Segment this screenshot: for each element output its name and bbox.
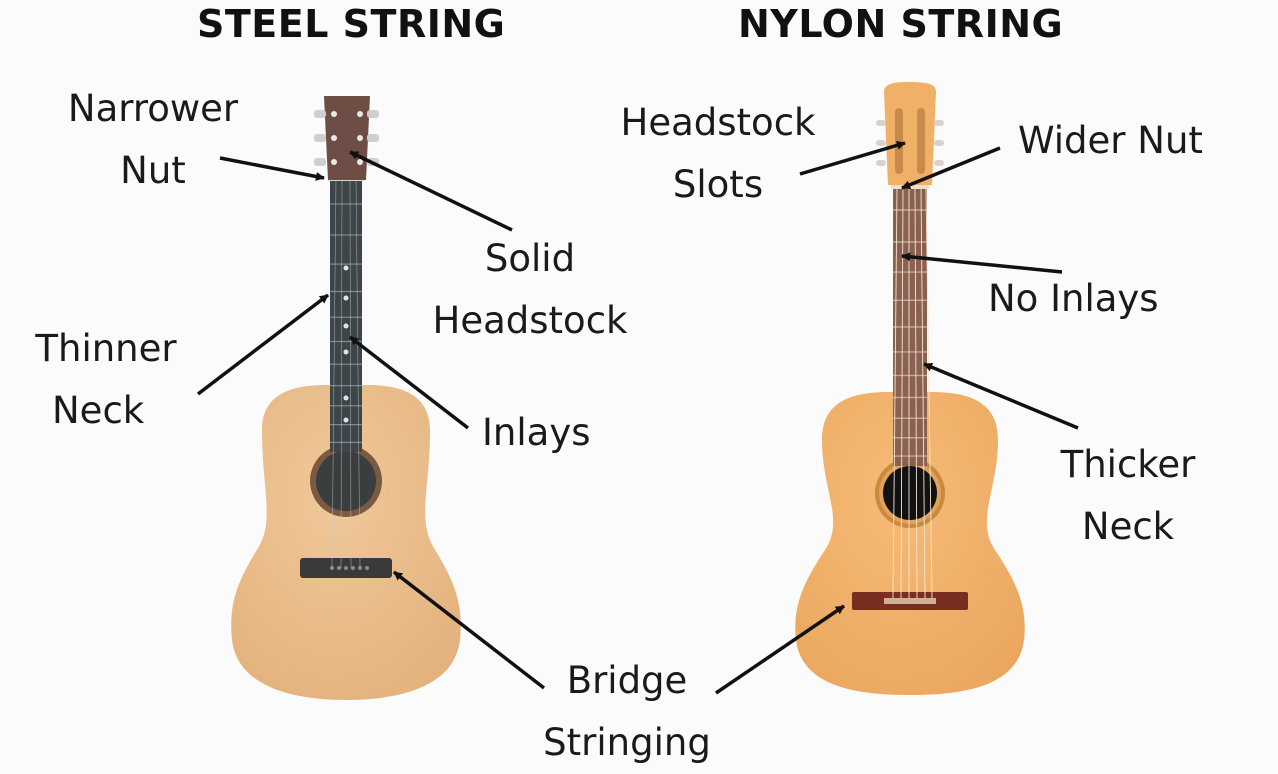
steel-soundhole (316, 451, 376, 511)
nylon-soundhole (883, 466, 937, 520)
arrow-narrower-nut (219, 156, 325, 181)
label-thicker-neck: Thicker Neck (1040, 434, 1216, 558)
nylon-guitar-body (795, 392, 1025, 695)
arrow-wider-nut (901, 146, 1001, 190)
annotation-arrows (196, 140, 1079, 695)
nylon-tuning-pegs (876, 120, 944, 166)
steel-inlays (343, 265, 349, 423)
nylon-headstock-slot-left (895, 108, 903, 174)
label-solid-headstock-line1: Solid (484, 237, 576, 280)
label-narrower-nut-line2: Nut (120, 149, 186, 192)
arrow-thicker-neck (923, 362, 1079, 430)
label-narrower-nut-line1: Narrower (67, 87, 239, 130)
label-bridge-stringing: Bridge Stringing (520, 650, 734, 774)
steel-string-title: STEEL STRING (197, 2, 506, 46)
steel-headstock (324, 96, 370, 180)
arrow-solid-headstock (349, 150, 513, 232)
steel-strings (331, 179, 361, 569)
label-inlays-line1: Inlays (482, 411, 591, 454)
arrow-thinner-neck (196, 293, 330, 396)
steel-string-guitar (231, 96, 461, 700)
nylon-string-title: NYLON STRING (738, 2, 1064, 46)
label-bridge-stringing-line2: Stringing (543, 721, 711, 764)
arrow-no-inlays (901, 252, 1063, 274)
label-no-inlays: No Inlays (988, 268, 1159, 330)
label-thicker-neck-line2: Neck (1081, 505, 1175, 548)
label-inlays: Inlays (482, 402, 591, 464)
label-bridge-stringing-line1: Bridge (566, 659, 688, 702)
label-headstock-slots: Headstock Slots (600, 92, 836, 216)
label-thinner-neck: Thinner Neck (20, 318, 192, 442)
label-wider-nut: Wider Nut (1018, 110, 1203, 172)
label-no-inlays-line1: No Inlays (988, 277, 1159, 320)
label-thinner-neck-line2: Neck (52, 389, 145, 432)
label-narrower-nut: Narrower Nut (48, 78, 258, 202)
arrow-bridge-steel (392, 570, 546, 690)
label-solid-headstock-line2: Headstock (432, 299, 628, 342)
label-thinner-neck-line1: Thinner (35, 327, 177, 370)
nylon-headstock (884, 82, 936, 185)
nylon-headstock-slot-right (917, 108, 925, 174)
nylon-string-guitar (795, 82, 1025, 695)
label-solid-headstock: Solid Headstock (412, 228, 648, 352)
arrow-bridge-nylon (715, 604, 845, 695)
label-wider-nut-line1: Wider Nut (1018, 119, 1203, 162)
nylon-bridge-saddle (884, 598, 936, 604)
steel-guitar-body (231, 385, 461, 700)
label-headstock-slots-line2: Slots (672, 163, 764, 206)
arrow-headstock-slots (799, 140, 906, 176)
arrow-inlays (348, 335, 470, 430)
label-headstock-slots-line1: Headstock (620, 101, 816, 144)
label-thicker-neck-line1: Thicker (1060, 443, 1196, 486)
